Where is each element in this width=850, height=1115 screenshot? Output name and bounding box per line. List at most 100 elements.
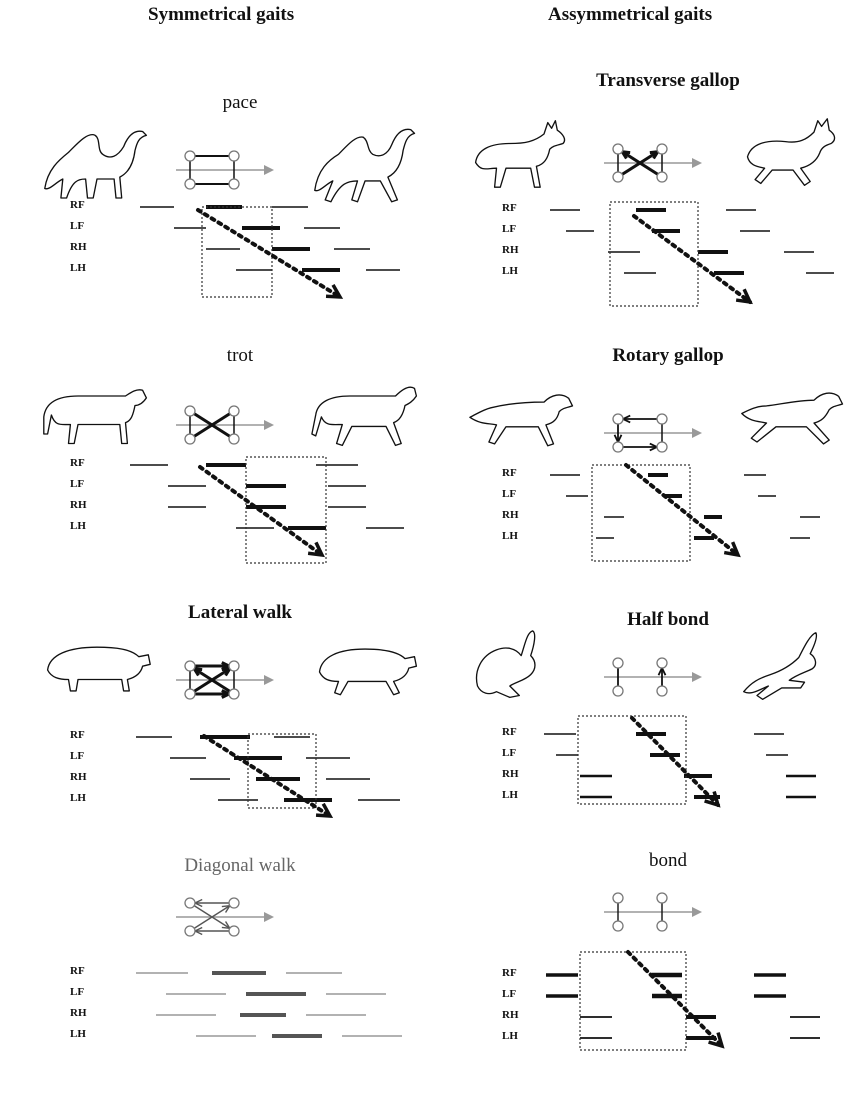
leg-label-rh: RH — [70, 1007, 87, 1019]
footfall-node — [656, 657, 668, 669]
footfall-node — [184, 925, 196, 937]
panel-title: Transverse gallop — [596, 70, 740, 91]
sequence-arrowhead — [735, 288, 753, 305]
leg-label-lh: LH — [70, 1028, 86, 1040]
footfall-node — [184, 660, 196, 672]
sequence-arrow — [624, 463, 740, 557]
camel-outline — [44, 130, 148, 199]
sequence-arrowhead — [704, 791, 721, 808]
sequence-arrow — [196, 208, 342, 299]
footfall-node — [228, 897, 240, 909]
leg-label-lf: LF — [70, 478, 85, 490]
footfall-node — [228, 433, 240, 445]
panel-title: bond — [649, 850, 687, 871]
sequence-arrow — [202, 734, 332, 818]
footfall-node — [612, 920, 624, 932]
leg-label-rh: RH — [502, 1009, 519, 1021]
leg-label-rh: RH — [70, 499, 87, 511]
footfall-node — [612, 685, 624, 697]
cycle-box — [579, 951, 687, 1051]
cycle-box — [609, 201, 699, 307]
direction-arrow-head — [692, 672, 702, 682]
leg-label-rf: RF — [70, 729, 85, 741]
panel-title: Half bond — [627, 609, 709, 630]
leg-label-rh: RH — [70, 771, 87, 783]
footfall-node — [656, 685, 668, 697]
leg-label-rf: RF — [70, 457, 85, 469]
footfall-node — [184, 405, 196, 417]
leg-label-lh: LH — [70, 520, 86, 532]
gait-diagram — [475, 630, 818, 808]
leg-label-rf: RF — [502, 467, 517, 479]
footfall-node — [228, 660, 240, 672]
direction-arrow-head — [692, 158, 702, 168]
gait-diagram — [136, 897, 402, 1038]
footfall-node — [656, 892, 668, 904]
footfall-node — [612, 413, 624, 425]
scheme-arrowhead — [221, 921, 232, 930]
footfall-scheme — [604, 892, 702, 932]
footfall-scheme — [604, 143, 702, 183]
leg-label-lf: LF — [70, 220, 85, 232]
camel-left-illustration — [44, 130, 148, 199]
goat-left-illustration — [474, 120, 566, 188]
footfall-node — [612, 892, 624, 904]
header-asymmetrical: Assymmetrical gaits — [548, 4, 713, 25]
footfall-node — [184, 433, 196, 445]
sequence-arrowhead — [708, 1032, 725, 1049]
footfall-node — [228, 178, 240, 190]
gait-diagram — [43, 386, 418, 564]
leg-label-rh: RH — [502, 509, 519, 521]
panel-title: Rotary gallop — [612, 345, 724, 366]
direction-arrow-head — [264, 165, 274, 175]
leg-label-lf: LF — [502, 223, 517, 235]
sequence-arrow — [198, 465, 324, 557]
sequence-arrow — [632, 214, 752, 304]
direction-arrow-head — [692, 428, 702, 438]
leg-label-lh: LH — [70, 262, 86, 274]
leg-label-rf: RF — [70, 965, 85, 977]
leg-label-lf: LF — [502, 747, 517, 759]
footfall-node — [612, 143, 624, 155]
footfall-node — [184, 897, 196, 909]
goat-outline — [746, 118, 836, 186]
dog-outline — [469, 394, 574, 447]
scheme-line — [617, 147, 663, 179]
sequence-arrow — [626, 950, 724, 1048]
panel-title: pace — [222, 92, 258, 113]
footfall-node — [184, 178, 196, 190]
rabbit-right-illustration — [743, 632, 818, 700]
footfall-node — [612, 171, 624, 183]
gait-diagram — [474, 118, 836, 307]
sequence-arrowhead — [307, 541, 325, 558]
leg-label-rf: RF — [502, 726, 517, 738]
leg-label-rf: RF — [502, 202, 517, 214]
camel-outline — [314, 128, 416, 203]
leg-label-rh: RH — [502, 768, 519, 780]
panel-title: Diagonal walk — [184, 855, 296, 876]
sequence-arrowhead — [325, 283, 344, 299]
direction-arrow-head — [264, 675, 274, 685]
pig-outline — [318, 648, 418, 696]
direction-arrow-head — [692, 907, 702, 917]
sequence-arrowhead — [315, 802, 334, 818]
rabbit-left-illustration — [475, 630, 536, 699]
footfall-node — [656, 441, 668, 453]
cycle-box — [247, 733, 317, 809]
footfall-scheme — [176, 660, 274, 700]
leg-label-lf: LF — [70, 986, 85, 998]
rabbit-outline — [475, 630, 536, 699]
footfall-node — [228, 405, 240, 417]
footfall-scheme — [176, 150, 274, 190]
pig-right-illustration — [318, 648, 418, 696]
leg-label-lf: LF — [502, 488, 517, 500]
cycle-box — [591, 464, 691, 562]
panel-title: trot — [226, 345, 254, 366]
dog-right-illustration — [741, 392, 844, 445]
goat-outline — [474, 120, 566, 188]
footfall-node — [656, 413, 668, 425]
leg-label-rh: RH — [502, 244, 519, 256]
